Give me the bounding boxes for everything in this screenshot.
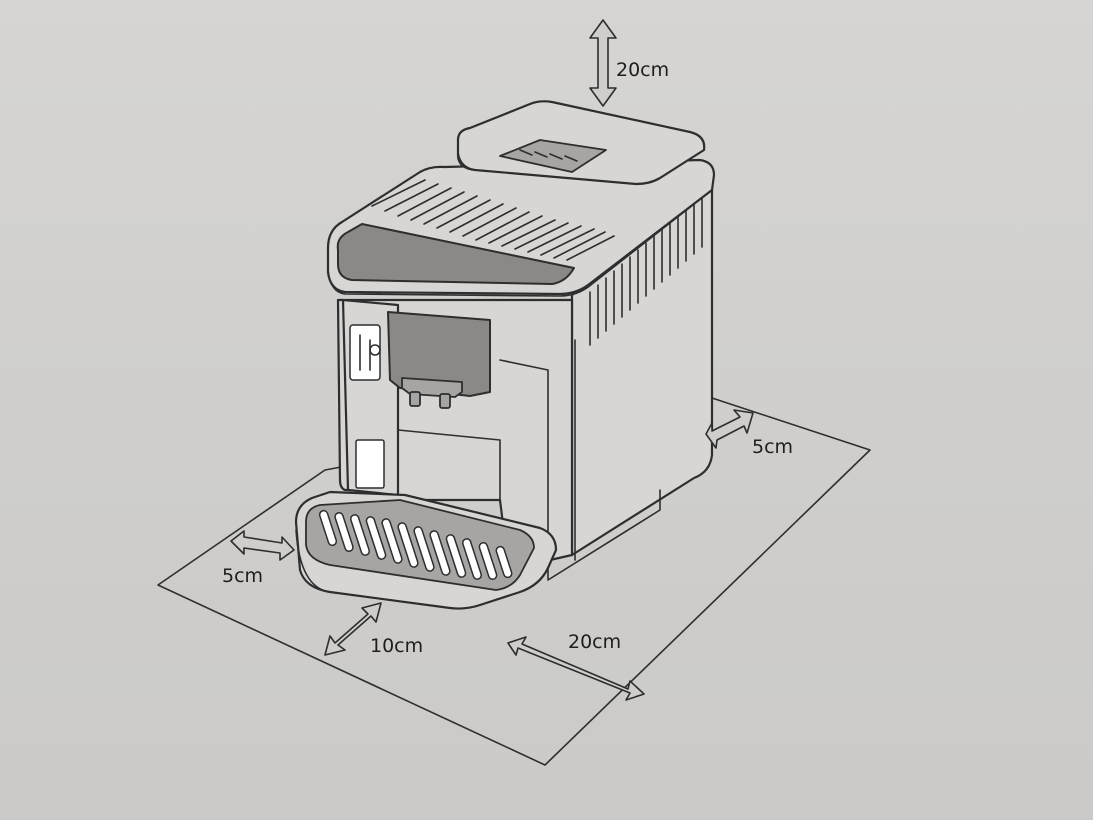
spout-left <box>409 391 421 407</box>
top-clearance-arrow <box>589 19 617 107</box>
outlet-knob-icon <box>369 344 381 356</box>
top-clearance-label: 20cm <box>616 59 669 81</box>
right-clearance-label: 5cm <box>752 436 793 458</box>
rear-clearance-label: 20cm <box>568 631 621 653</box>
base-plinth <box>547 489 661 581</box>
drip-tray-band <box>295 529 549 610</box>
floor-clearance-outline <box>157 397 871 766</box>
front-clearance-arrow <box>324 602 382 656</box>
brew-unit <box>387 311 491 397</box>
coffee-machine <box>294 100 716 610</box>
control-panel <box>336 223 575 285</box>
rear-clearance-arrow <box>507 636 645 701</box>
front-clearance-label: 10cm <box>370 635 423 657</box>
spout-right <box>439 393 451 409</box>
lid-handle-ridges <box>519 149 578 162</box>
left-clearance-arrow <box>230 530 295 561</box>
hot-water-outlet <box>349 324 381 381</box>
top-grille-slots <box>371 179 615 261</box>
top-front-band <box>327 189 713 297</box>
inner-side-line <box>499 359 549 546</box>
drip-tray-slots <box>318 509 513 581</box>
column-panel <box>355 439 385 489</box>
side-vent-slots <box>589 193 703 346</box>
left-clearance-label: 5cm <box>222 565 263 587</box>
cup-area-line <box>397 429 501 501</box>
right-clearance-arrow <box>705 409 754 449</box>
outlet-detail <box>359 334 371 371</box>
hopper-lid-band <box>457 149 705 185</box>
